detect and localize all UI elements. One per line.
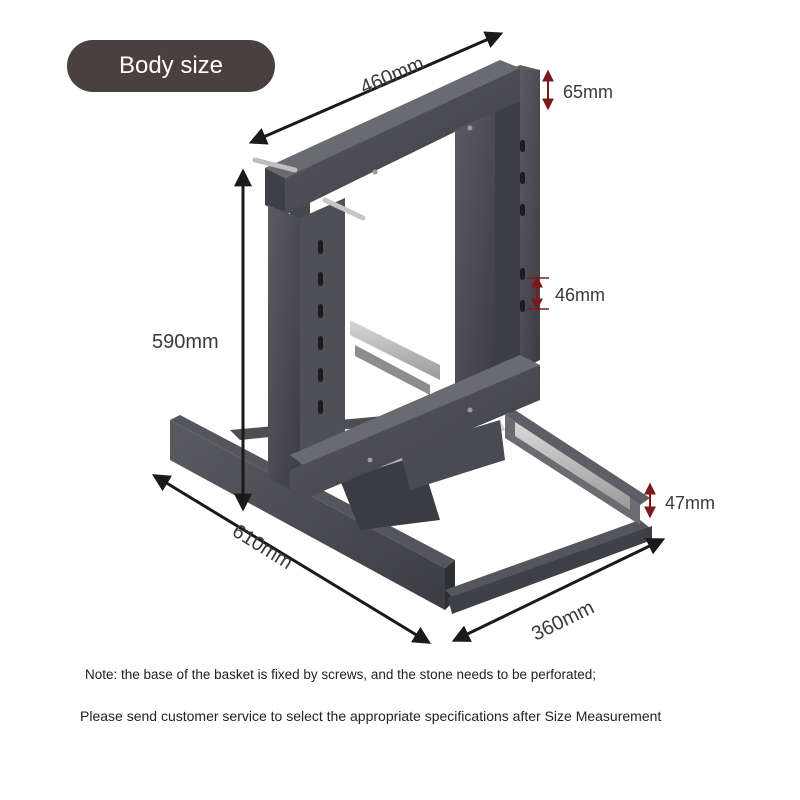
arrow-top-width (248, 31, 504, 145)
label-hole-spacing: 46mm (555, 285, 605, 305)
note-customer-service: Please send customer service to select t… (80, 708, 662, 724)
label-base-length: 610mm (228, 520, 296, 574)
arrow-base-width (451, 538, 666, 642)
arrow-base-length (151, 474, 432, 644)
label-base-width: 360mm (528, 596, 598, 645)
label-rail-height: 47mm (665, 493, 715, 513)
label-top-depth: 65mm (563, 82, 613, 102)
label-height: 590mm (152, 331, 219, 353)
body-size-badge: Body size (67, 40, 275, 92)
label-top-width: 460mm (357, 52, 427, 98)
dimension-arrows (151, 31, 666, 644)
threaded-rods (252, 157, 366, 221)
note-screws: Note: the base of the basket is fixed by… (85, 667, 597, 682)
badge-label: Body size (118, 52, 224, 79)
